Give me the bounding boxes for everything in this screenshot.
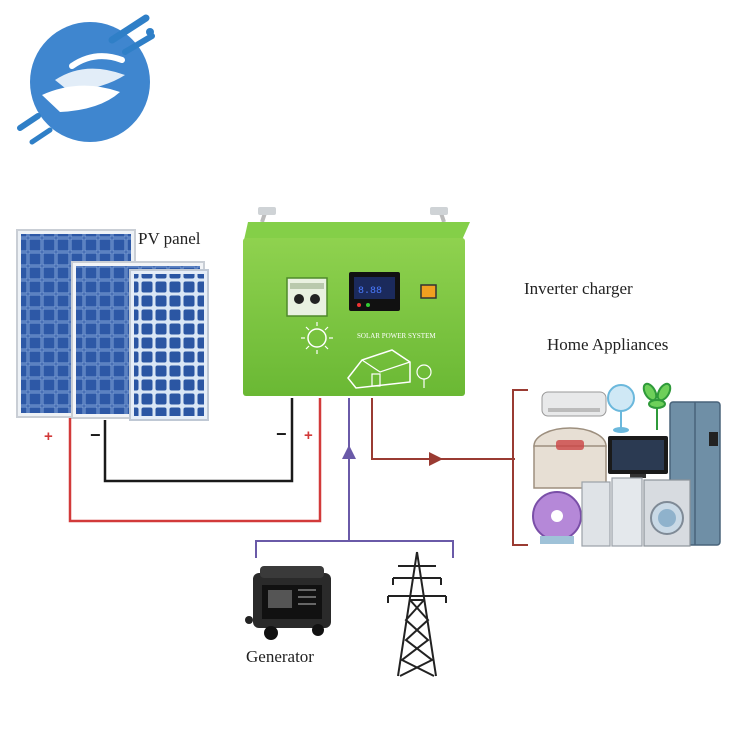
generator-label: Generator: [246, 647, 314, 666]
power-tower-icon: [387, 551, 447, 677]
appliance-bracket: [512, 389, 528, 546]
pv-panel-icon: [16, 229, 209, 421]
pv-positive-wire: [68, 398, 322, 523]
inverter-charger-label: Inverter charger: [524, 279, 633, 298]
pv-positive-sign: +: [44, 428, 53, 445]
appliance-group-icon: [532, 382, 721, 547]
source-bracket: [255, 540, 454, 558]
inverter-positive-sign: +: [304, 427, 313, 444]
inverter-output-wire: [371, 398, 443, 466]
inverter-negative-sign: −: [276, 424, 287, 444]
generator-icon: [245, 566, 331, 640]
pv-negative-sign: −: [90, 425, 101, 445]
svg-text:8.88: 8.88: [358, 286, 382, 297]
wiring: [68, 389, 528, 558]
pv-panel-label: PV panel: [138, 229, 201, 248]
pv-negative-wire: [103, 398, 294, 483]
brand-logo-icon: [17, 14, 155, 145]
home-appliances-label: Home Appliances: [547, 335, 669, 354]
inverter-box-icon: 8.88 SOLAR POWER SYSTEM: [243, 207, 470, 396]
inverter-front-text: SOLAR POWER SYSTEM: [357, 332, 436, 340]
